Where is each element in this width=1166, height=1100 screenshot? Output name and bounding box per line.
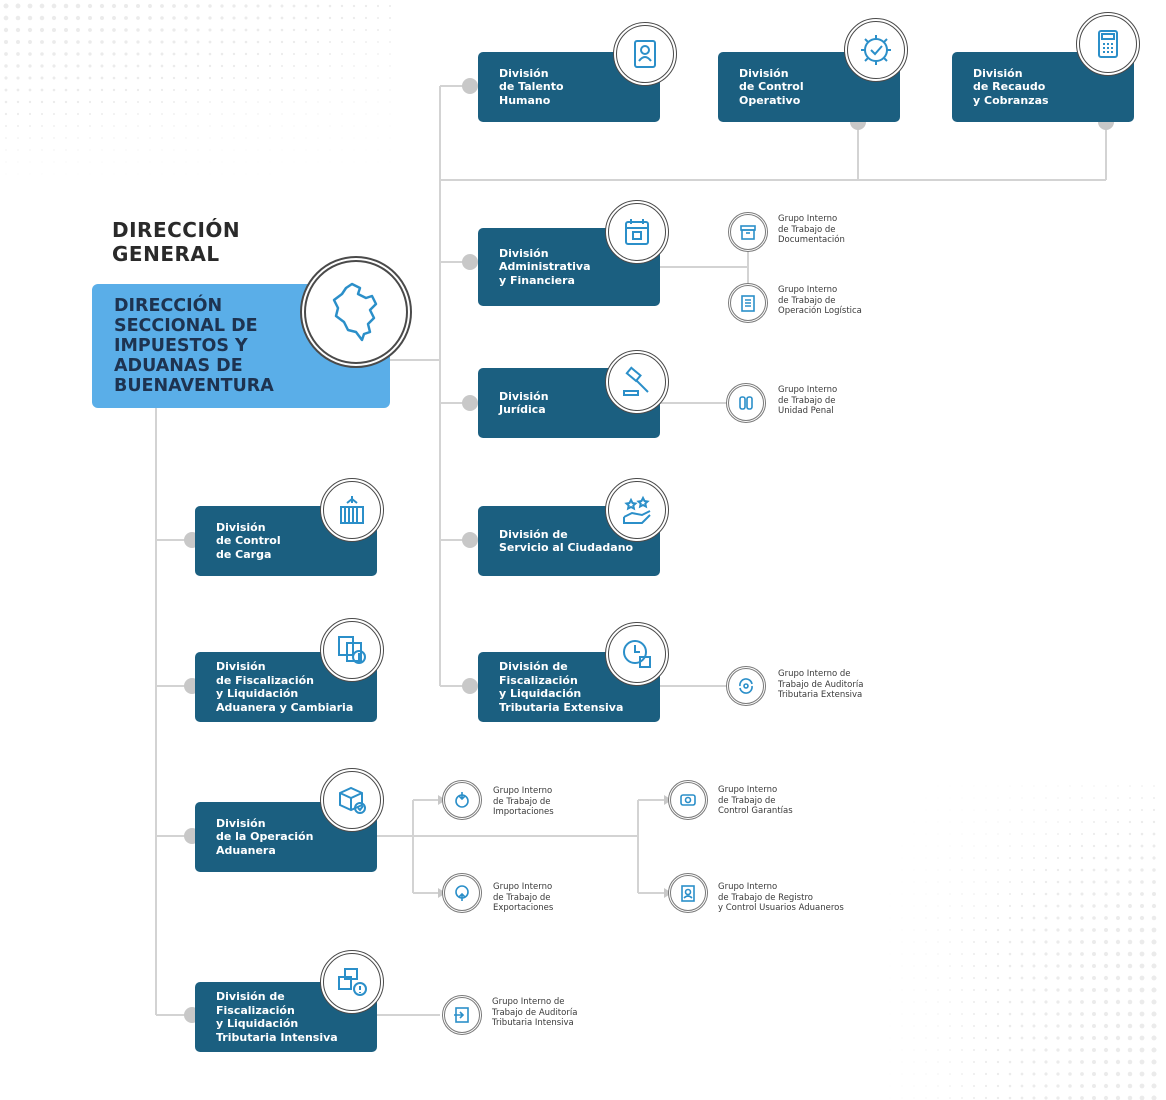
grupo-exportaciones-label: Grupo Interno de Trabajo de Exportacione…: [493, 882, 554, 913]
clock-document-icon: [605, 622, 669, 686]
grupo-importaciones-label: Grupo Interno de Trabajo de Importacione…: [493, 786, 554, 817]
calendar-icon: [605, 200, 669, 264]
dot-pattern-bottom-right: [889, 785, 1157, 1100]
direccion-seccional-label: DIRECCIÓN SECCIONAL DE IMPUESTOS Y ADUAN…: [114, 296, 274, 396]
division-operacion-aduanera-label: División de la Operación Aduanera: [216, 816, 314, 857]
division-fiscalizacion-tributaria-extensiva-label: División de Fiscalización y Liquidación …: [499, 660, 624, 714]
grupo-operacion-logistica-label: Grupo Interno de Trabajo de Operación Lo…: [778, 285, 862, 316]
division-recaudo-cobranzas-label: División de Recaudo y Cobranzas: [973, 66, 1049, 107]
archive-icon: [728, 212, 768, 252]
audit-cycle-icon: [726, 666, 766, 706]
direccion-general-title: DIRECCIÓN GENERAL: [112, 218, 241, 266]
division-control-carga-label: División de Control de Carga: [216, 520, 281, 561]
grupo-auditoria-extensiva-label: Grupo Interno de Trabajo de Auditoría Tr…: [778, 669, 864, 700]
calculator-icon: [1076, 12, 1140, 76]
package-check-icon: [320, 768, 384, 832]
grupo-unidad-penal-label: Grupo Interno de Trabajo de Unidad Penal: [778, 385, 838, 416]
division-fiscalizacion-tributaria-intensiva[interactable]: División de Fiscalización y Liquidación …: [195, 982, 377, 1052]
division-fiscalizacion-tributaria-intensiva-label: División de Fiscalización y Liquidación …: [216, 990, 338, 1044]
document-exit-icon: [442, 995, 482, 1035]
gavel-icon: [605, 350, 669, 414]
grupo-control-garantias-label: Grupo Interno de Trabajo de Control Gara…: [718, 785, 793, 816]
gear-check-icon: [844, 18, 908, 82]
handcuffs-icon: [726, 383, 766, 423]
export-globe-icon: [442, 873, 482, 913]
division-servicio-ciudadano-label: División de Servicio al Ciudadano: [499, 527, 634, 555]
clipboard-list-icon: [728, 283, 768, 323]
division-administrativa-financiera-label: División Administrativa y Financiera: [499, 246, 591, 287]
division-juridica-label: División Jurídica: [499, 389, 549, 417]
division-fiscalizacion-tributaria-extensiva[interactable]: División de Fiscalización y Liquidación …: [478, 652, 660, 722]
cargo-container-icon: [320, 478, 384, 542]
dot-pattern-top-left: [3, 3, 392, 175]
employee-id-icon: [613, 22, 677, 86]
import-globe-icon: [442, 780, 482, 820]
user-registry-icon: [668, 873, 708, 913]
guarantee-icon: [668, 780, 708, 820]
grupo-documentacion-label: Grupo Interno de Trabajo de Documentació…: [778, 214, 845, 245]
boxes-alert-icon: [320, 950, 384, 1014]
colombia-map-icon: [300, 256, 412, 368]
documents-money-icon: [320, 618, 384, 682]
division-control-operativo-label: División de Control Operativo: [739, 66, 804, 107]
hand-stars-icon: [605, 478, 669, 542]
division-fiscalizacion-aduanera-cambiaria-label: División de Fiscalización y Liquidación …: [216, 660, 354, 714]
division-talento-humano-label: División de Talento Humano: [499, 66, 564, 107]
grupo-registro-usuarios-label: Grupo Interno de Trabajo de Registro y C…: [718, 882, 844, 913]
grupo-auditoria-intensiva-label: Grupo Interno de Trabajo de Auditoría Tr…: [492, 997, 578, 1028]
